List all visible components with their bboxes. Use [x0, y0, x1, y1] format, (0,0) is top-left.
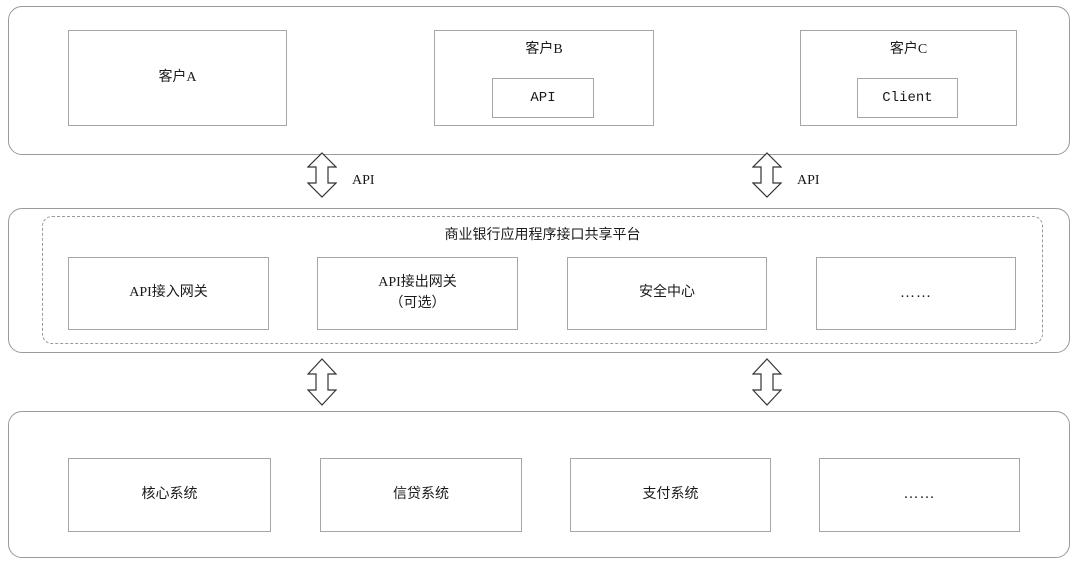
api-outbound-gateway-box[interactable]: API接出网关 （可选）: [317, 257, 518, 330]
platform-to-backend-right-arrow: [752, 358, 782, 406]
platform-to-backend-left-arrow: [307, 358, 337, 406]
payment-system-box[interactable]: 支付系统: [570, 458, 771, 532]
client-to-platform-left-arrow-label: API: [352, 173, 375, 188]
security-center-box[interactable]: 安全中心: [567, 257, 767, 330]
platform-title: 商业银行应用程序接口共享平台: [444, 228, 641, 243]
client-to-platform-right-arrow: [752, 152, 782, 198]
platform-dashed-container: [42, 216, 1043, 344]
client-to-platform-left-arrow: [307, 152, 337, 198]
api-inbound-gateway-box[interactable]: API接入网关: [68, 257, 269, 330]
client-a-box[interactable]: 客户A: [68, 30, 287, 126]
client-c-label: 客户C: [889, 42, 928, 57]
core-system-box[interactable]: 核心系统: [68, 458, 271, 532]
platform-more-box[interactable]: ……: [816, 257, 1016, 330]
client-b-api-box[interactable]: API: [492, 78, 594, 118]
client-b-label: 客户B: [525, 42, 563, 57]
backend-more-box[interactable]: ……: [819, 458, 1020, 532]
credit-system-box[interactable]: 信贷系统: [320, 458, 522, 532]
client-to-platform-right-arrow-label: API: [797, 173, 820, 188]
client-c-client-box[interactable]: Client: [857, 78, 958, 118]
